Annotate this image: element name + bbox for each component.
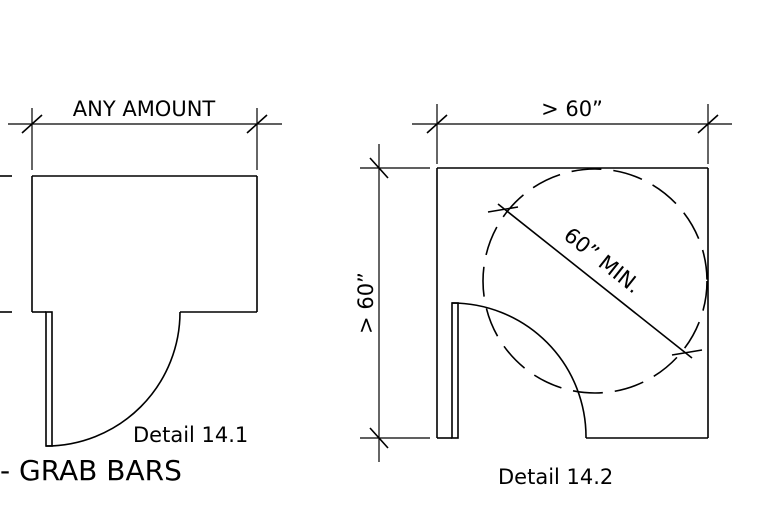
grab-bars-note: - GRAB BARS (0, 454, 182, 487)
tick-top (369, 157, 389, 179)
room-outline-14-2 (436, 167, 709, 439)
door-swing-arc (45, 311, 181, 447)
door-swing-arc (451, 302, 587, 439)
detail-caption: Detail 14.1 (133, 423, 248, 447)
door-14-2 (451, 302, 587, 439)
turning-circle: 60” MIN. (482, 168, 708, 394)
door-leaf (451, 302, 459, 439)
tick-left (426, 114, 448, 134)
door-leaf (45, 311, 53, 447)
diameter-tick-top (487, 206, 519, 213)
turning-circle-outline (482, 168, 708, 394)
detail-14-2: > 60” > 60” (354, 97, 732, 489)
detail-caption: Detail 14.2 (498, 465, 613, 489)
tick-right (246, 114, 268, 134)
room-outline-14-1 (0, 175, 258, 313)
width-label: > 60” (541, 97, 603, 121)
dimension-label: ANY AMOUNT (73, 97, 216, 121)
dimension-width: > 60” (412, 97, 732, 164)
door-14-1 (45, 311, 181, 447)
diameter-tick-bottom (671, 349, 703, 356)
tick-right (697, 114, 719, 134)
diameter-line (497, 203, 693, 359)
dimension-any-amount: ANY AMOUNT (8, 97, 282, 170)
tick-left (21, 114, 43, 134)
detail-14-1: ANY AMOUNT Detail 14.1 - GRAB BARS (0, 97, 282, 487)
height-label: > 60” (354, 272, 378, 334)
dimension-height: > 60” (354, 144, 430, 462)
tick-bottom (369, 427, 389, 449)
